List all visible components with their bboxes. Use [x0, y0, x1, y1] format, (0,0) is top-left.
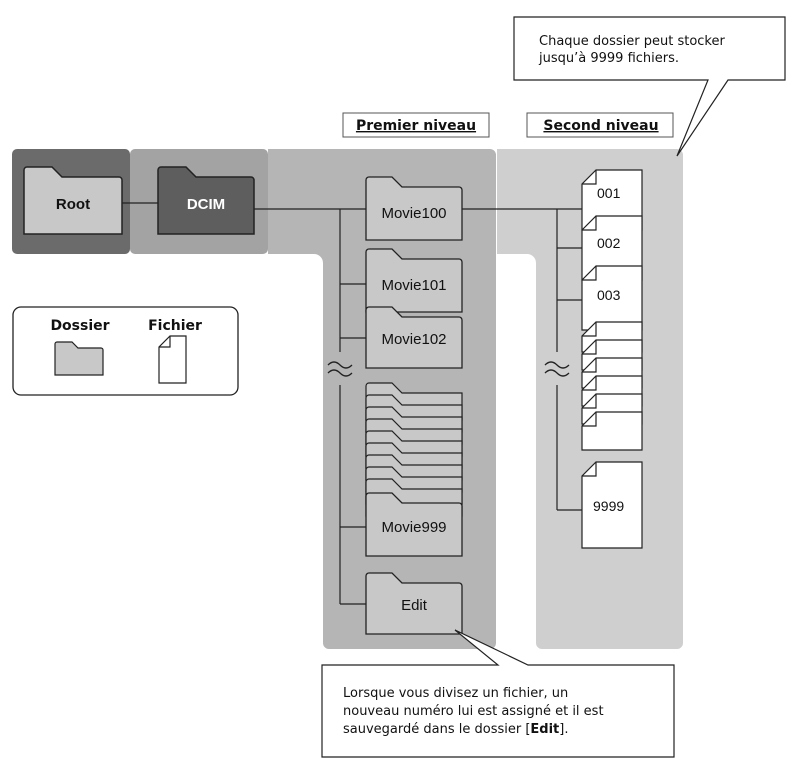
stacked-files — [581, 321, 643, 451]
movie101-label: Movie101 — [381, 277, 446, 294]
movie100-label: Movie100 — [381, 205, 446, 222]
legend-box: Dossier Fichier — [12, 306, 239, 396]
edit-label: Edit — [401, 597, 428, 614]
first-level-heading: Premier niveau — [356, 118, 476, 134]
bottom-callout-line3: sauvegardé dans le dossier [Edit]. — [343, 722, 568, 737]
file-001-label: 001 — [597, 185, 621, 201]
first-level-heading-frame — [342, 112, 490, 138]
break-mark-first-level — [327, 361, 353, 377]
legend-folder-label: Dossier — [50, 318, 109, 334]
bottom-callout-line3-prefix: sauvegardé dans le dossier [ — [343, 722, 530, 737]
movie102-folder: Movie102 — [365, 306, 463, 369]
break-mark-second-level — [544, 361, 570, 377]
tree-lines — [122, 202, 582, 605]
file-003-label: 003 — [597, 287, 621, 303]
bottom-callout-line3-bold: Edit — [530, 722, 559, 737]
top-callout-line1: Chaque dossier peut stocker — [539, 34, 725, 49]
root-folder: Root — [23, 166, 123, 235]
second-level-heading: Second niveau — [543, 118, 658, 134]
file-9999: 9999 — [581, 461, 643, 549]
stacked-folders — [365, 382, 463, 517]
legend-folder-icon — [54, 341, 104, 376]
movie999-label: Movie999 — [381, 519, 446, 536]
edit-folder: Edit — [365, 572, 463, 635]
legend-file-icon — [158, 335, 187, 384]
movie999-folder: Movie999 — [365, 492, 463, 557]
top-callout: Chaque dossier peut stocker jusqu’à 9999… — [513, 16, 786, 157]
second-level-heading-frame — [526, 112, 674, 138]
file-003: 003 — [581, 265, 643, 331]
bottom-callout-line2: nouveau numéro lui est assigné et il est — [343, 704, 604, 719]
movie100-folder: Movie100 — [365, 176, 463, 241]
bottom-callout-line1: Lorsque vous divisez un fichier, un — [343, 686, 568, 701]
bottom-callout-line3-suffix: ]. — [559, 722, 568, 737]
root-folder-label: Root — [56, 196, 90, 213]
file-9999-label: 9999 — [593, 498, 624, 514]
bottom-callout: Lorsque vous divisez un fichier, un nouv… — [321, 629, 675, 758]
dcim-folder: DCIM — [157, 166, 255, 235]
legend-file-label: Fichier — [148, 318, 202, 334]
movie102-label: Movie102 — [381, 331, 446, 348]
movie101-folder: Movie101 — [365, 248, 463, 313]
file-002-label: 002 — [597, 235, 621, 251]
dcim-folder-label: DCIM — [187, 196, 225, 213]
top-callout-line2: jusqu’à 9999 fichiers. — [538, 51, 679, 66]
